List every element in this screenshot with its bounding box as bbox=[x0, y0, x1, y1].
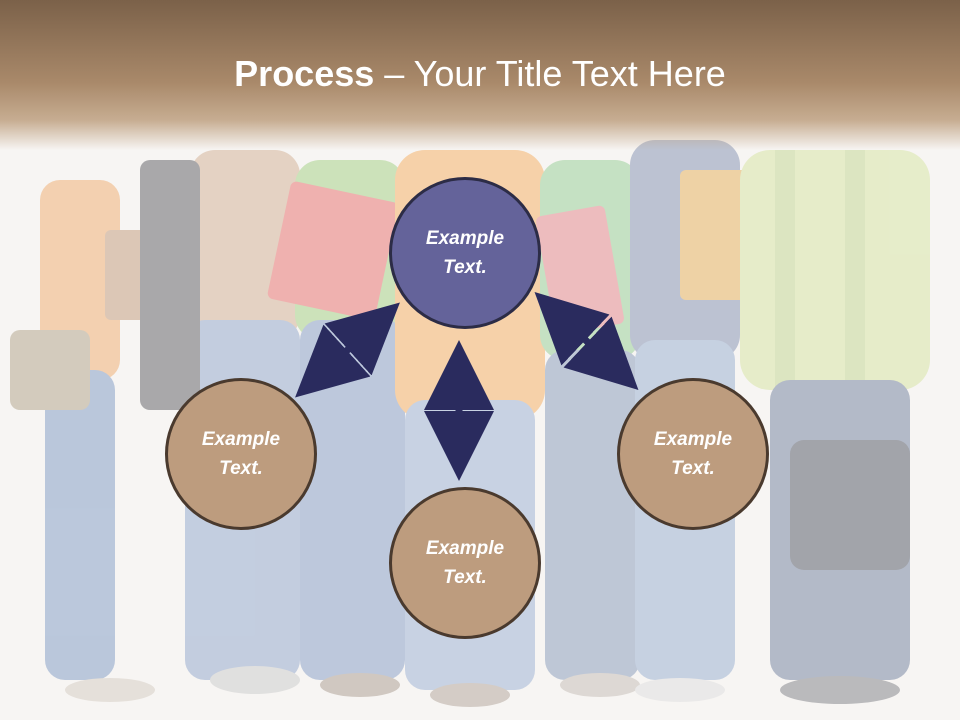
slide-title[interactable]: Process – Your Title Text Here bbox=[0, 52, 960, 96]
arrow-center-right bbox=[534, 291, 639, 391]
node-label: Example Text. bbox=[425, 538, 505, 588]
process-node-bottom[interactable]: Example Text. bbox=[389, 487, 541, 639]
node-label: Example Text. bbox=[201, 429, 281, 479]
arrow-center-left bbox=[295, 302, 400, 398]
process-node-right[interactable]: Example Text. bbox=[617, 378, 769, 530]
process-node-center[interactable]: Example Text. bbox=[389, 177, 541, 329]
node-label: Example Text. bbox=[425, 228, 505, 278]
node-label: Example Text. bbox=[653, 429, 733, 479]
process-node-left[interactable]: Example Text. bbox=[165, 378, 317, 530]
title-bold-text: Process bbox=[234, 53, 375, 94]
title-band bbox=[0, 0, 960, 150]
title-rest-text: – Your Title Text Here bbox=[374, 53, 726, 94]
